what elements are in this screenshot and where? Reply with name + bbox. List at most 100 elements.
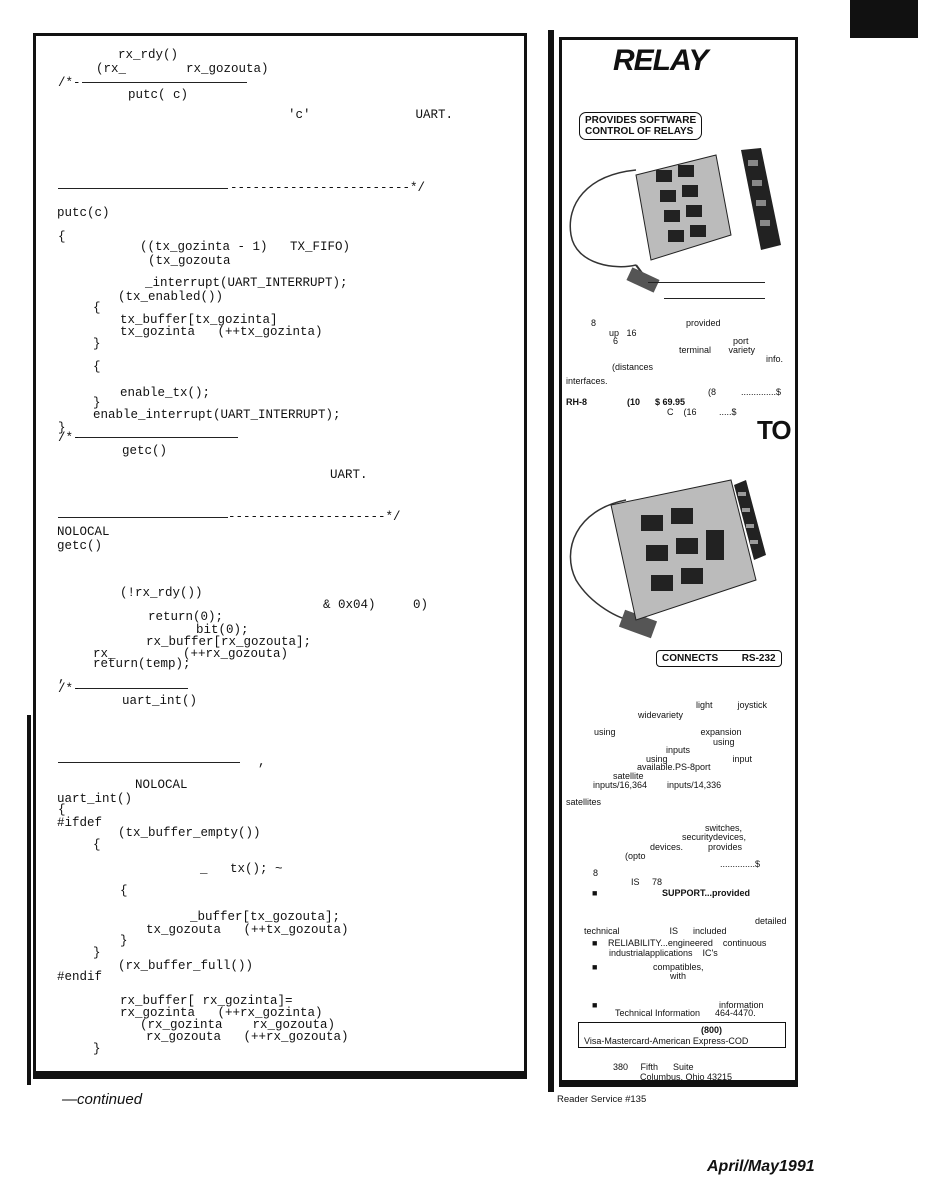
- comment-rule: [58, 762, 240, 763]
- ad-copy: C (16 .....$: [667, 407, 737, 417]
- corner-thumbnail: [850, 0, 918, 38]
- pill-text: RS-232: [741, 653, 776, 664]
- code-line: return(0);: [148, 610, 224, 624]
- code-line: _interrupt(UART_INTERRUPT);: [145, 276, 348, 290]
- code-line: ------------------------*/: [230, 181, 426, 195]
- code-line: NOLOCAL: [135, 778, 188, 792]
- ad-copy: using: [713, 737, 735, 747]
- code-line: ,: [258, 755, 266, 769]
- code-line: UART.: [330, 468, 368, 482]
- code-line: enable_interrupt(UART_INTERRUPT);: [93, 408, 341, 422]
- code-line: tx_gozinta (++tx_gozinta): [120, 325, 323, 339]
- code-line: uart_int(): [57, 792, 133, 806]
- ad-copy: RH-8 (10 $ 69.95: [566, 397, 686, 407]
- order-phone: (800): [701, 1025, 723, 1035]
- code-line: }: [93, 337, 101, 351]
- code-line: }: [93, 946, 101, 960]
- code-line: (tx_buffer_empty()): [118, 826, 261, 840]
- ad-copy: available.PS-8port: [637, 762, 711, 772]
- code-line: getc(): [57, 539, 103, 553]
- interface-board-image: [569, 479, 766, 639]
- ad-copy: inputs: [666, 745, 691, 755]
- code-line: }: [93, 396, 101, 410]
- code-line: #ifdef: [57, 816, 103, 830]
- bullet-icon: ■: [592, 888, 598, 898]
- code-line: rx_gozouta (++rx_gozouta): [146, 1030, 349, 1044]
- code-line: {: [58, 230, 66, 244]
- ad-title: RELAY: [613, 44, 708, 77]
- bullet-icon: ■: [592, 938, 598, 948]
- ad-copy: using input: [646, 754, 753, 764]
- comment-rule: [58, 188, 228, 189]
- ad-copy: with: [670, 971, 687, 981]
- ad-copy: information: [719, 1000, 764, 1010]
- ad-copy: Technical Information 464-4470.: [615, 1008, 756, 1018]
- code-line: }: [58, 421, 66, 435]
- ad-copy: SUPPORT...provided: [662, 888, 751, 898]
- ad-copy: (8 ..............$: [708, 387, 782, 397]
- ad-to-heading: TO: [757, 415, 792, 445]
- code-line: rx_buffer[ rx_gozinta]=: [120, 994, 293, 1008]
- code-line: rx_gozinta (++rx_gozinta): [120, 1006, 323, 1020]
- bullet-icon: ■: [592, 962, 598, 972]
- code-line: /*-: [58, 431, 81, 445]
- code-line: tx_buffer[tx_gozinta]: [120, 313, 278, 327]
- code-line: ---------------------*/: [228, 510, 401, 524]
- ad-copy: (distances: [612, 362, 654, 372]
- order-phone-box: (800) Visa-Mastercard-American Express-C…: [578, 1022, 786, 1048]
- code-line: ,: [58, 671, 66, 685]
- ad-rule: [664, 298, 765, 299]
- payment-methods: Visa-Mastercard-American Express-COD: [584, 1036, 749, 1046]
- comment-rule: [82, 82, 247, 83]
- ad-pill-software-control: PROVIDES SOFTWARE CONTROL OF RELAYS: [579, 112, 703, 140]
- ad-copy: securitydevices,: [682, 832, 747, 842]
- ad-address-line: Columbus, Ohio 43215: [640, 1072, 733, 1082]
- code-line: putc( c): [128, 88, 189, 102]
- code-listing-frame: [33, 33, 527, 1079]
- code-line: (tx_gozouta: [148, 254, 231, 268]
- comment-rule: [78, 688, 188, 689]
- code-line: rx_ (++rx_gozouta): [93, 647, 289, 661]
- ad-copy: up 16: [609, 328, 637, 338]
- ad-copy: terminal variety: [679, 345, 756, 355]
- comment-rule: [78, 437, 238, 438]
- ad-pill-connects: CONNECTS RS-232: [656, 650, 782, 667]
- code-line: {: [93, 301, 101, 315]
- ad-copy: interfaces.: [566, 376, 608, 386]
- ad-copy: info.: [766, 354, 784, 364]
- ad-copy: 8: [593, 868, 599, 878]
- code-line: }: [93, 1042, 101, 1056]
- continued-label: —continued: [62, 1091, 143, 1108]
- ad-copy: satellites: [566, 797, 602, 807]
- pill-text: CONNECTS: [662, 653, 719, 664]
- code-line: rx_buffer[rx_gozouta];: [146, 635, 312, 649]
- code-line: enable_tx();: [120, 386, 211, 400]
- code-line: uart_int(): [122, 694, 198, 708]
- code-line: {: [93, 360, 101, 374]
- ad-copy: inputs/16,364 inputs/14,336: [593, 780, 722, 790]
- code-line: _ tx(); ~: [200, 862, 283, 876]
- code-line: {: [58, 803, 66, 817]
- ad-copy: detailed: [755, 916, 787, 926]
- ad-copy: light joystick: [696, 700, 768, 710]
- reader-service-label: Reader Service #135: [557, 1094, 647, 1105]
- code-line: (rx_gozinta rx_gozouta): [140, 1018, 336, 1032]
- ad-copy: widevariety: [638, 710, 684, 720]
- code-line: (tx_enabled()): [118, 290, 224, 304]
- ad-copy: 6 port: [613, 336, 749, 346]
- code-line: (!rx_rdy()): [120, 586, 203, 600]
- code-side-rule: [27, 715, 31, 1085]
- code-line: ((tx_gozinta - 1) TX_FIFO): [140, 240, 351, 254]
- ad-copy: IS 78: [631, 877, 663, 887]
- ad-copy: switches,: [705, 823, 743, 833]
- ad-copy: technical IS included: [584, 926, 727, 936]
- code-line: }: [120, 934, 128, 948]
- ad-copy: compatibles,: [653, 962, 704, 972]
- code-line: rx_rdy(): [118, 48, 179, 62]
- code-line: /*-: [58, 682, 81, 696]
- code-line: /*-: [58, 76, 81, 90]
- ad-address-line: 380 Fifth Suite: [613, 1062, 694, 1072]
- ad-outer-rule: [548, 30, 554, 1092]
- bullet-icon: ■: [592, 1000, 598, 1010]
- code-line: {: [120, 884, 128, 898]
